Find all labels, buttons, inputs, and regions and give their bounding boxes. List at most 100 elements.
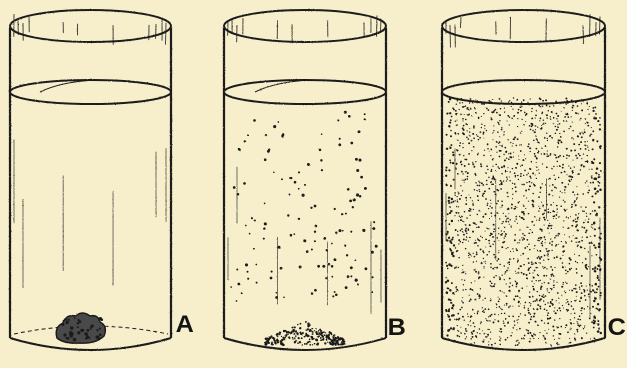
suspended-particle [554,178,556,180]
lump-texture-dot [63,333,66,336]
suspended-particle [561,141,563,143]
suspended-particle [509,264,510,265]
suspended-particle [490,200,491,201]
suspended-particle [497,320,499,322]
suspended-particle [591,255,592,256]
suspended-particle [512,108,513,109]
settled-particle [281,336,282,337]
suspended-particle [561,241,562,242]
suspended-particle [452,162,454,164]
suspended-particle [585,206,587,208]
settled-particle [292,337,293,338]
suspended-particle [512,327,514,329]
suspended-particle [551,288,553,290]
suspended-particle [556,282,557,283]
suspended-particle [524,247,526,249]
suspended-particle [584,141,586,143]
suspended-particle [529,273,531,275]
suspended-particle [576,296,577,297]
suspended-particle [541,153,542,154]
suspended-particle [524,214,525,215]
suspended-particle [537,291,538,292]
suspended-particle [514,208,516,210]
particle [350,231,352,233]
suspended-particle [561,111,562,112]
suspended-particle [538,206,539,207]
suspended-particle [517,242,518,243]
suspended-particle [538,196,540,198]
suspended-particle [514,324,515,325]
suspended-particle [490,331,491,332]
particle [271,271,273,273]
suspended-particle [496,303,497,304]
suspended-particle [478,226,480,228]
particle [264,203,266,205]
particle [299,266,302,269]
suspended-particle [504,237,505,238]
suspended-particle [460,332,462,334]
suspended-particle [512,188,513,189]
settled-particle [332,340,333,341]
suspended-particle [505,170,506,171]
suspended-particle [517,258,518,259]
suspended-particle [459,154,461,156]
suspended-particle [567,114,569,116]
suspended-particle [509,286,511,288]
suspended-particle [478,118,480,120]
suspended-particle [581,136,583,138]
suspended-particle [599,188,602,191]
suspended-particle [533,184,535,186]
suspended-particle [547,254,548,255]
suspended-particle [547,220,548,221]
suspended-particle [495,170,496,171]
suspended-particle [581,240,583,242]
suspended-particle [568,227,569,228]
suspended-particle [544,308,546,310]
suspended-particle [450,135,452,137]
suspended-particle [574,200,576,202]
suspended-particle [593,201,595,203]
suspended-particle [551,345,552,346]
suspended-particle [456,206,458,208]
suspended-particle [469,257,470,258]
suspended-particle [453,179,455,181]
suspended-particle [510,171,511,172]
suspended-particle [524,305,525,306]
suspended-particle [538,169,539,170]
suspended-particle [591,224,593,226]
suspended-particle [568,342,569,343]
suspended-particle [548,283,549,284]
suspended-particle [560,258,562,260]
suspended-particle [577,323,578,324]
suspended-particle [540,118,542,120]
suspended-particle [469,215,470,216]
settled-particle [311,338,313,340]
suspended-particle [450,162,452,164]
suspended-particle [484,191,486,193]
suspended-particle [495,164,497,166]
suspended-particle [526,182,527,183]
suspended-particle [516,207,517,208]
particle [302,194,305,197]
suspended-particle [505,221,507,223]
suspended-particle [454,200,455,201]
suspended-particle [464,114,465,115]
suspended-particle [517,295,519,297]
glass-c-label: C [608,316,626,340]
suspended-particle [594,247,596,249]
suspended-particle [539,120,540,121]
suspended-particle [580,310,581,311]
suspended-particle [569,290,570,291]
suspended-particle [449,147,451,149]
suspended-particle [500,277,501,278]
suspended-particle [507,247,508,248]
suspended-particle [485,261,486,262]
suspended-particle [557,141,559,143]
suspended-particle [550,204,552,206]
suspended-particle [564,209,566,211]
suspended-particle [570,126,572,128]
particle [281,178,283,180]
suspended-particle [512,306,513,307]
suspended-particle [559,196,560,197]
